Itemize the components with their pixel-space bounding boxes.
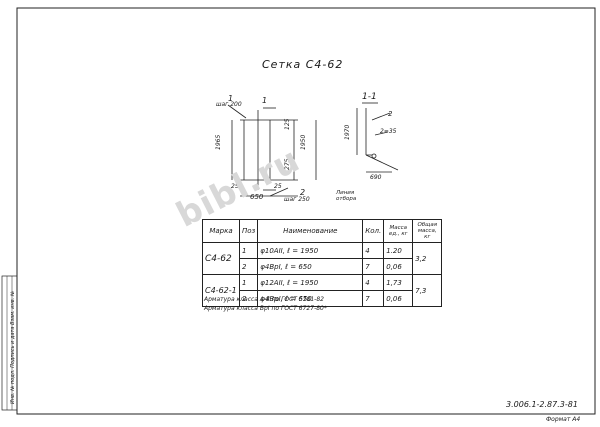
section-dim-690: 690 <box>370 174 382 181</box>
header-quantity: Кол. <box>362 219 385 243</box>
table-row: 2 φ4ВрI, ℓ = 650 7 0,06 <box>203 290 442 307</box>
plan-position-2: 2 <box>300 188 306 197</box>
cell-position: 1 <box>238 242 259 259</box>
cell-total-mass: 7,3 <box>412 274 443 307</box>
cell-quantity: 7 <box>362 290 385 307</box>
section-dim-35: 2=35 <box>380 128 397 135</box>
table-row: С4-62 1 φ10АII, ℓ = 1950 4 1.20 3,2 <box>202 242 443 275</box>
plan-dim-125: 125 <box>284 118 291 130</box>
plan-dim-650: 650 <box>250 193 264 201</box>
cell-unit-mass: 0,06 <box>383 290 414 307</box>
cell-unit-mass: 1.20 <box>383 242 414 259</box>
cell-total-mass: 3,2 <box>412 242 443 275</box>
cell-name: φ12АII, ℓ = 1950 <box>257 274 364 291</box>
header-position: Поз <box>238 219 259 243</box>
plan-dim-25-left: 25 <box>231 183 239 190</box>
section-dim-1970: 1970 <box>344 124 351 140</box>
cell-name: φ4ВрI, ℓ = 650 <box>257 290 364 307</box>
sheet-format: Формат А4 <box>546 416 581 423</box>
plan-step-top: шаг 200 <box>216 101 242 108</box>
plan-position-1: 1 <box>228 94 234 103</box>
plan-dim-275: 275 <box>284 158 291 170</box>
cell-position: 2 <box>238 290 259 307</box>
cell-unit-mass: 0,06 <box>383 258 414 275</box>
table-row: С4-62-1 1 φ12АII, ℓ = 1950 4 1,73 7,3 <box>202 274 443 307</box>
plan-cut-line-note: Линия отбора <box>336 190 357 202</box>
cell-quantity: 4 <box>362 242 385 259</box>
cell-unit-mass: 1,73 <box>383 274 414 291</box>
cell-quantity: 7 <box>362 258 385 275</box>
plan-section-mark: 1 <box>262 96 268 105</box>
plan-step-bottom: шаг 250 <box>284 196 310 203</box>
cell-mark: С4-62-1 <box>202 274 240 307</box>
cell-quantity: 4 <box>362 274 385 291</box>
header-mark: Марка <box>202 219 240 243</box>
section-position-2: 2 <box>388 110 393 118</box>
specification-table: Марка Поз Наименование Кол. Масса ед., к… <box>202 219 443 307</box>
cell-mark: С4-62 <box>202 242 240 275</box>
cell-name: φ10АII, ℓ = 1950 <box>257 242 364 259</box>
cell-position: 1 <box>238 274 259 291</box>
note-wire-class: Арматура класса ВрI по ГОСТ 6727-80* <box>204 305 327 312</box>
header-name: Наименование <box>257 219 364 243</box>
section-1-1 <box>356 102 399 173</box>
document-code: 3.006.1-2.87.3-81 <box>506 400 578 409</box>
plan-dim-1965: 1965 <box>215 134 222 150</box>
plan-dim-25-right: 25 <box>274 183 282 190</box>
cell-name: φ4ВрI, ℓ = 650 <box>257 258 364 275</box>
section-title: 1-1 <box>362 92 377 102</box>
table-header-row: Марка Поз Наименование Кол. Масса ед., к… <box>202 219 443 243</box>
note-rebar-class: Арматура класса А-II по ГОСТ 5781-82 <box>204 296 324 303</box>
plan-dim-1950: 1950 <box>300 134 307 150</box>
header-unit-mass: Масса ед., кг <box>383 219 414 243</box>
sidebar-approval-fields: Инв. № подл. Подпись и дата Взам. инв. № <box>10 290 16 404</box>
table-row: 2 φ4ВрI, ℓ = 650 7 0,06 <box>203 258 442 275</box>
drawing-title: Сетка С4-62 <box>262 58 344 71</box>
cell-position: 2 <box>238 258 259 275</box>
mesh-plan <box>227 104 317 197</box>
header-total-mass: Общая масса, кг <box>412 219 443 243</box>
